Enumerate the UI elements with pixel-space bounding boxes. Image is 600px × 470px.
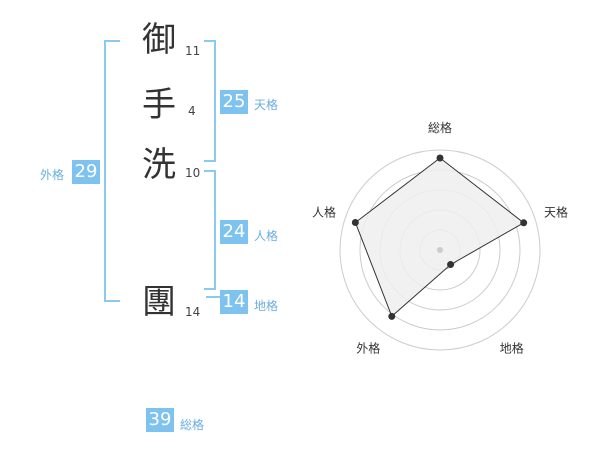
name-char-1: 御 [142,20,176,60]
jinkaku-bracket [204,170,216,290]
radar-point [388,312,396,320]
soukaku-value: 39 [146,408,174,432]
chikaku-connector [206,296,220,298]
stroke-count-1: 11 [185,44,201,58]
chikaku-value: 14 [220,290,248,314]
stroke-count-4: 14 [185,305,201,319]
radar-polygon [354,157,525,318]
name-char-3: 洗 [142,145,176,185]
radar-center-dot [437,247,443,253]
stroke-count-2: 4 [188,104,196,118]
radar-axis-label: 地格 [500,341,524,356]
name-char-4: 團 [142,282,176,322]
gaikaku-label: 外格 [40,168,65,182]
tenkaku-label: 天格 [254,98,279,112]
tenkaku-value: 25 [220,90,248,114]
gaikaku-value: 29 [72,160,100,184]
soukaku-label: 総格 [180,418,205,432]
radar-axis-label: 人格 [312,204,336,219]
radar-axis-label: 天格 [544,204,568,219]
name-char-2: 手 [142,85,176,125]
radar-points [351,154,528,320]
radar-point [520,219,528,227]
jinkaku-value: 24 [220,220,248,244]
stroke-count-3: 10 [185,166,201,180]
radar-axis-label: 外格 [356,341,380,356]
chikaku-label: 地格 [254,299,279,313]
gaikaku-bracket [104,40,120,302]
radar-point [447,261,455,269]
jinkaku-label: 人格 [254,229,279,243]
tenkaku-bracket [204,40,216,162]
radar-point [436,154,444,162]
radar-point [351,218,359,226]
radar-axis-label: 総格 [428,120,452,135]
